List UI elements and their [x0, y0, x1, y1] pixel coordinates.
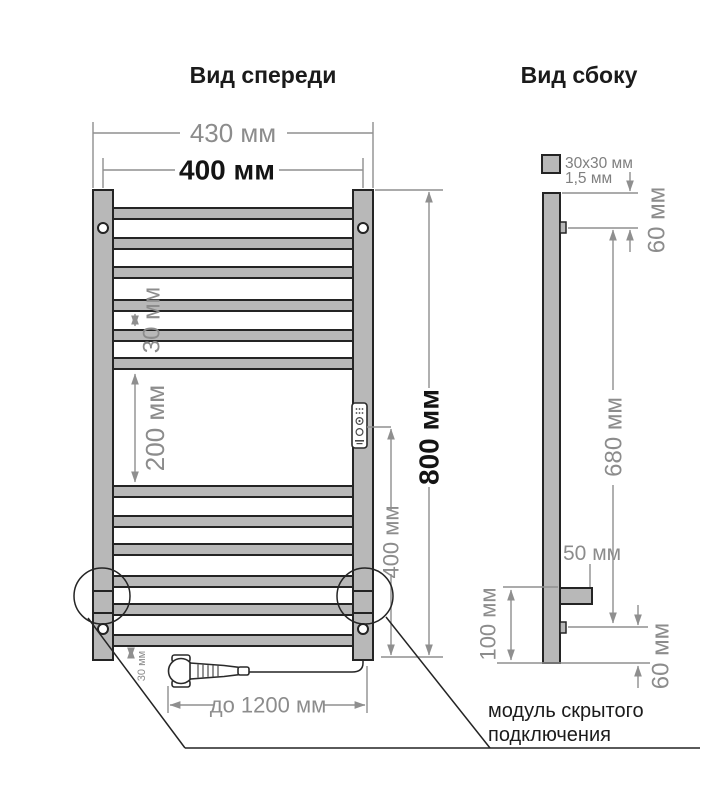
front-view-title: Вид спереди [190, 62, 337, 88]
overall-height-label: 800 мм [414, 389, 445, 485]
profile-thickness-label: 1,5 мм [565, 170, 612, 187]
power-plug [167, 654, 250, 688]
side-view: Вид сбоку 30x30 мм 1,5 мм 60 мм 680 мм 5… [476, 62, 675, 689]
mounting-hole [97, 222, 109, 234]
callout-line-right [385, 616, 491, 749]
towel-bar [112, 357, 354, 370]
top-bracket [559, 221, 567, 234]
bracket-spacing-label: 680 мм [601, 397, 628, 477]
towel-bar [112, 266, 354, 279]
dim-module-depth: 50 мм [563, 542, 621, 587]
bottom-bracket [559, 621, 567, 634]
magnifier-circle-left [73, 567, 131, 625]
cable-length-label: до 1200 мм [210, 693, 327, 718]
dim-middle-gap: 200 мм [131, 373, 170, 483]
dim-top-bracket-offset: 60 мм [562, 187, 671, 253]
magnifier-circle-right [336, 567, 394, 625]
bar-gap-label: 30 мм [139, 287, 166, 353]
overall-width-label: 430 мм [190, 118, 276, 148]
middle-gap-label: 200 мм [140, 385, 170, 471]
towel-bar [112, 515, 354, 528]
dim-bar-gap: 30 мм [131, 287, 166, 353]
hidden-module-callout: модуль скрытого подключения [488, 700, 644, 746]
towel-bar [112, 543, 354, 556]
controller-height-label: 400 мм [379, 505, 404, 578]
dim-overall-width: 430 мм [92, 118, 374, 188]
callout-label-line2: подключения [488, 724, 611, 746]
dim-cable-length: до 1200 мм [167, 666, 368, 718]
dim-overall-height: 800 мм [375, 189, 445, 658]
mounting-hole [357, 623, 369, 635]
side-view-title: Вид сбоку [521, 62, 638, 88]
top-bracket-offset-label: 60 мм [644, 187, 671, 253]
dim-mount-width: 400 мм [102, 155, 364, 188]
bottom-bracket-offset-label: 60 мм [648, 623, 675, 689]
side-post [542, 192, 561, 664]
towel-bar [112, 603, 354, 616]
dim-controller-height: 400 мм [379, 428, 404, 656]
callout-label-line1: модуль скрытого [488, 700, 644, 722]
mount-width-label: 400 мм [179, 155, 275, 186]
dim-bracket-spacing: 680 мм [601, 229, 628, 624]
bottom-bar-offset-label: 30 мм [136, 651, 148, 681]
callout-line-left [87, 617, 186, 749]
towel-bar [112, 575, 354, 588]
dim-module-height: 100 мм [476, 586, 558, 661]
towel-bar [112, 207, 354, 220]
module-depth-label: 50 мм [563, 542, 621, 565]
module-height-label: 100 мм [476, 587, 501, 660]
profile-sample [541, 154, 561, 174]
dim-bottom-bracket-offset: 60 мм [497, 605, 675, 689]
post-joints [93, 590, 373, 614]
dim-bottom-bar-offset: 30 мм [127, 647, 148, 681]
controller-module [351, 402, 391, 449]
towel-bar [112, 634, 354, 647]
front-view: Вид спереди 430 мм 400 мм [73, 62, 700, 749]
mounting-hole [357, 222, 369, 234]
controller-icons [355, 408, 364, 445]
hidden-connection-module [559, 587, 593, 605]
profile-size-label: 30x30 мм [565, 155, 633, 172]
towel-bar [112, 237, 354, 250]
towel-bar [112, 485, 354, 498]
left-post [92, 189, 114, 661]
power-cable [248, 660, 364, 673]
